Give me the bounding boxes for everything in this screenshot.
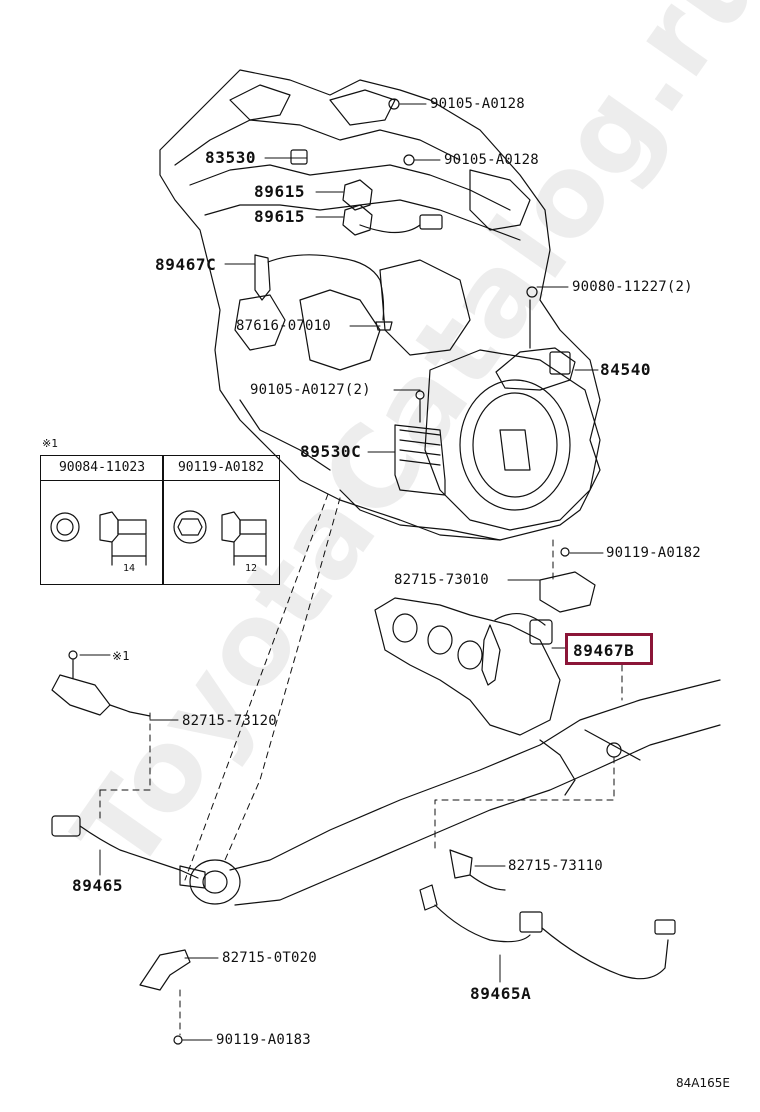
callout-82715-73120[interactable]: 82715-73120: [182, 713, 277, 729]
oxygen-sensor-89467c: [254, 254, 393, 331]
callout-82715-73110[interactable]: 82715-73110: [508, 858, 603, 874]
dimension-12: 12: [245, 563, 258, 574]
ecu-89530c: [394, 390, 446, 496]
note-mark-left: ※1: [112, 649, 130, 663]
table-header-col1: 90084-11023: [41, 456, 164, 481]
callout-90105-a0128-mid[interactable]: 90105-A0128: [444, 152, 539, 168]
callout-89465[interactable]: 89465: [72, 876, 124, 895]
knock-sensor-parts: [290, 98, 443, 236]
callout-89615-lower[interactable]: 89615: [254, 207, 306, 226]
callout-83530[interactable]: 83530: [205, 148, 257, 167]
callout-89465a[interactable]: 89465A: [470, 984, 532, 1003]
table-divider: [162, 456, 164, 584]
callout-90080-11227[interactable]: 90080-11227(2): [572, 279, 693, 295]
oxygen-sensor-89465: [51, 815, 206, 889]
callout-89530c[interactable]: 89530C: [300, 442, 362, 461]
callout-89615-upper[interactable]: 89615: [254, 182, 306, 201]
callout-90119-a0182[interactable]: 90119-A0182: [606, 545, 701, 561]
leader-lines: [79, 103, 604, 1041]
oxygen-sensor-89465a: [173, 849, 676, 1045]
fastener-inset-table: 90084-11023 90119-A0182: [40, 455, 280, 585]
reference-code: 84A165E: [676, 1076, 730, 1090]
table-header-col2: 90119-A0182: [163, 456, 279, 481]
dimension-14: 14: [123, 563, 136, 574]
bracket-82715-0t020: [139, 949, 191, 991]
engine-assembly: [159, 69, 601, 541]
callout-82715-0t020[interactable]: 82715-0T020: [222, 950, 317, 966]
callout-87616-07010[interactable]: 87616-07010: [236, 318, 331, 334]
callout-90105-a0128-top[interactable]: 90105-A0128: [430, 96, 525, 112]
highlighted-part-box[interactable]: 89467B: [565, 633, 653, 665]
callout-90119-a0183[interactable]: 90119-A0183: [216, 1032, 311, 1048]
callout-90105-a0127[interactable]: 90105-A0127(2): [250, 382, 371, 398]
bracket-82715-73120: [51, 650, 151, 717]
neutral-start-switch: [495, 286, 576, 391]
callout-89467c[interactable]: 89467C: [155, 255, 217, 274]
inset-fastener-drawings: [50, 510, 267, 566]
exhaust-manifold: [374, 547, 596, 736]
table-note-mark: ※1: [42, 437, 58, 450]
callout-84540[interactable]: 84540: [600, 360, 652, 379]
callout-89467b: 89467B: [573, 641, 635, 660]
exhaust-pipe: [189, 679, 721, 906]
dashed-guides: [99, 299, 623, 1036]
callout-82715-73010[interactable]: 82715-73010: [394, 572, 489, 588]
